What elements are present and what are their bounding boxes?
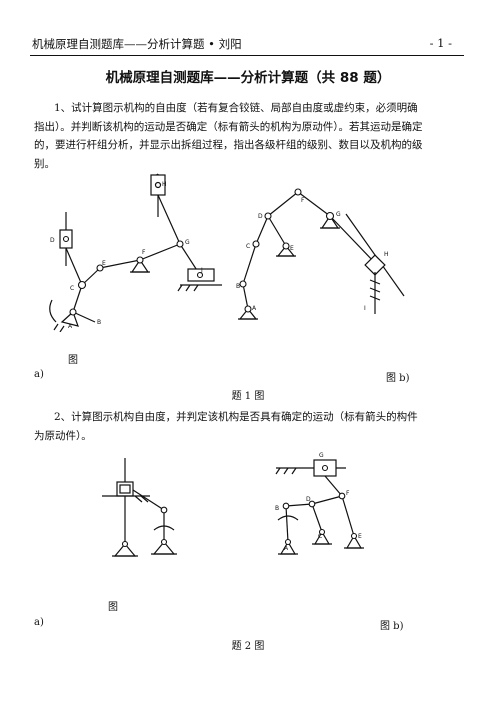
fig1b-label-G: G [336,211,341,218]
fig1a-label-E: E [102,260,106,267]
header-rule [30,55,464,56]
question-1-text: 1、试计算图示机构的自由度（若有复合铰链、局部自由度或虚约束，必须明确指出）。并… [34,102,423,170]
page-number: - 1 - [429,36,452,50]
figure-2a [102,458,177,557]
fig1b-label-H: H [384,251,389,258]
question-1-fig-word: 图 [68,355,78,366]
fig1a-label-C: C [70,285,74,292]
fig1b-label-B: B [236,283,240,290]
fig1b-label-D: D [258,213,263,220]
question-2-text: 2、计算图示机构自由度，并判定该机构是否具有确定的运动（标有箭头的构件为原动件）… [34,411,418,442]
fig2b-label-C: C [318,533,322,540]
fig1b-label-E: E [290,245,294,252]
fig2b-label-G: G [319,452,324,459]
fig2b-label-B: B [275,505,279,512]
fig1b-label-I: I [364,305,366,312]
fig1b-label-F: F [301,197,305,204]
fig1a-label-A: A [68,323,73,330]
figure-1a: H G F E C A B D J [49,173,222,332]
fig1a-label-J: J [200,267,203,274]
fig1a-label-G: G [185,239,190,246]
question-1-caption: 题 1 图 [231,391,265,402]
fig1b-label-C: C [246,243,250,250]
figure-2b: G F D B C E A [275,452,364,555]
fig1a-label-D: D [50,237,55,244]
page-title: 机械原理自测题库——分析计算题（共 88 题） [105,70,391,86]
question-2-label-b: 图 b) [380,621,404,632]
question-2-caption: 题 2 图 [231,641,265,652]
fig2b-label-E: E [358,533,362,540]
fig1a-label-B: B [97,319,101,326]
question-1-label-b: 图 b) [386,373,410,384]
running-header: 机械原理自测题库——分析计算题 • 刘阳 [32,37,242,51]
fig2b-label-A: A [284,545,289,552]
question-2-fig-word: 图 [108,602,118,613]
question-1-label-a: a) [34,369,44,380]
fig1a-label-H: H [162,181,167,188]
question-2-label-a: a) [34,617,44,628]
fig1b-label-A: A [252,305,257,312]
fig1a-label-F: F [142,249,146,256]
fig2b-label-D: D [306,496,311,503]
figure-1b: F D G C E B A H I [236,188,405,320]
fig2b-label-F: F [346,490,350,497]
